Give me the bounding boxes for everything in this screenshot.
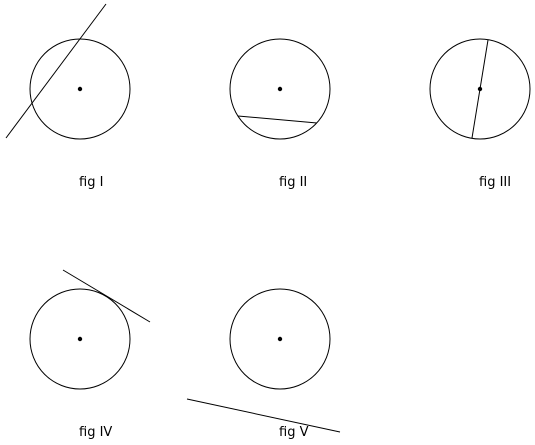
figure-3-label: fig III [479,175,511,190]
figure-2-center [277,86,283,92]
figure-4-center [77,336,83,342]
figure-4-label: fig IV [79,425,112,440]
figure-2-circle [229,38,331,140]
figure-1: fig I [5,3,131,190]
figure-5-label: fig V [279,425,309,440]
figure-3: fig III [429,38,531,190]
figure-5-center [277,336,283,342]
figure-5-circle [229,288,331,390]
figure-3-diameter-line [471,39,489,139]
figure-1-secant-line [5,3,107,139]
figure-2-chord-line [237,115,318,124]
figure-4-circle [29,288,131,390]
figure-4-tangent-line [62,269,151,323]
figure-4: fig IV [29,269,151,440]
figure-2-label: fig II [279,175,307,190]
figure-1-label: fig I [79,175,103,190]
figure-5-external-line [186,398,341,433]
figure-5: fig V [186,288,341,440]
figure-1-center [77,86,83,92]
figure-3-circle [429,38,531,140]
figure-2: fig II [229,38,331,190]
